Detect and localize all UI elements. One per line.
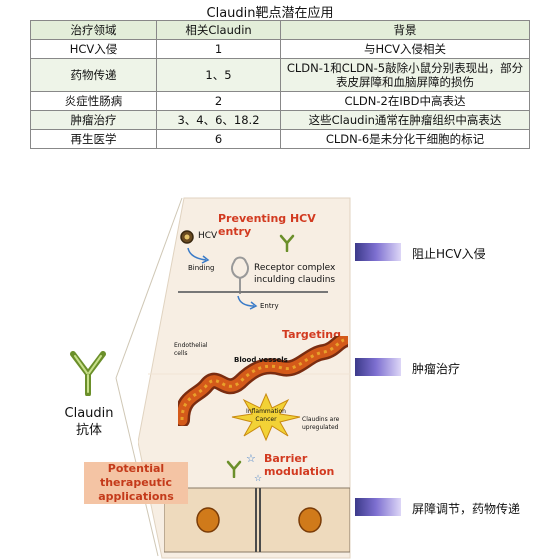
star-icon: ☆ xyxy=(246,452,256,465)
inflammation-label: Inflammation Cancer xyxy=(246,408,286,423)
receptor-complex-icon xyxy=(231,256,249,294)
antibody-label: Claudin 抗体 xyxy=(64,406,114,438)
table-row: 炎症性肠病 2 CLDN-2在IBD中高表达 xyxy=(30,91,530,111)
table-row: 再生医学 6 CLDN-6是未分化干细胞的标记 xyxy=(30,129,530,149)
cell-area: 炎症性肠病 xyxy=(30,91,157,111)
cell-background: CLDN-1和CLDN-5敲除小鼠分别表现出，部分表皮屏障和血脑屏障的损伤 xyxy=(280,58,530,92)
star-icon: ☆ xyxy=(254,474,263,484)
header-claudin: 相关Claudin xyxy=(156,20,281,40)
virus-icon xyxy=(180,230,194,244)
header-background: 背景 xyxy=(280,20,530,40)
label-bar xyxy=(355,358,401,376)
right-label-hcv: 阻止HCV入侵 xyxy=(412,247,486,261)
cell-area: 再生医学 xyxy=(30,129,157,149)
binding-label: Binding xyxy=(188,264,215,272)
application-table: 治疗领域 相关Claudin 背景 HCV入侵 1 与HCV入侵相关 药物传递 … xyxy=(30,20,530,149)
hcv-antibody-icon xyxy=(279,234,295,252)
upregulated-label: Claudins are upregulated xyxy=(302,416,340,431)
binding-arrow xyxy=(187,247,210,264)
label-bar xyxy=(355,498,401,516)
applications-panel: Preventing HCV entry HCV Binding Recepto… xyxy=(138,196,352,560)
blood-vessel-icon xyxy=(178,336,348,426)
potential-applications-label: Potential therapeutic applications xyxy=(98,462,174,503)
antibody-icon xyxy=(70,351,106,396)
barrier-antibody-icon xyxy=(226,460,242,478)
endothelial-label: Endothelial cells xyxy=(174,342,208,357)
blood-vessels-label: Blood vessels xyxy=(234,356,288,364)
barrier-cells-icon xyxy=(164,487,350,553)
receptor-label: Receptor complex inculding claudins xyxy=(254,263,336,285)
table-row: 药物传递 1、5 CLDN-1和CLDN-5敲除小鼠分别表现出，部分表皮屏障和血… xyxy=(30,58,530,92)
entry-arrow xyxy=(237,295,258,310)
cell-background: CLDN-6是未分化干细胞的标记 xyxy=(280,129,530,149)
barrier-section-title: Barrier modulation xyxy=(264,452,335,478)
entry-label: Entry xyxy=(260,302,279,310)
potential-applications-box: Potential therapeutic applications xyxy=(84,462,188,504)
targeting-section-title: Targeting xyxy=(282,328,342,341)
label-bar xyxy=(355,243,401,261)
table-header-row: 治疗领域 相关Claudin 背景 xyxy=(30,20,530,40)
hcv-section-title: Preventing HCV entry xyxy=(218,212,316,238)
hcv-virus-label: HCV xyxy=(198,231,218,241)
header-area: 治疗领域 xyxy=(30,20,157,40)
table-title: Claudin靶点潜在应用 xyxy=(206,6,334,21)
cell-area: 药物传递 xyxy=(30,58,157,92)
right-label-barrier: 屏障调节，药物传递 xyxy=(412,502,521,516)
inflammation-burst-icon xyxy=(231,392,301,442)
cell-background: CLDN-2在IBD中高表达 xyxy=(280,91,530,111)
cell-claudin: 1、5 xyxy=(156,58,281,92)
right-label-tumor: 肿瘤治疗 xyxy=(412,362,461,376)
membrane-line xyxy=(178,291,328,293)
cell-background: 这些Claudin通常在肿瘤组织中高表达 xyxy=(280,110,530,130)
